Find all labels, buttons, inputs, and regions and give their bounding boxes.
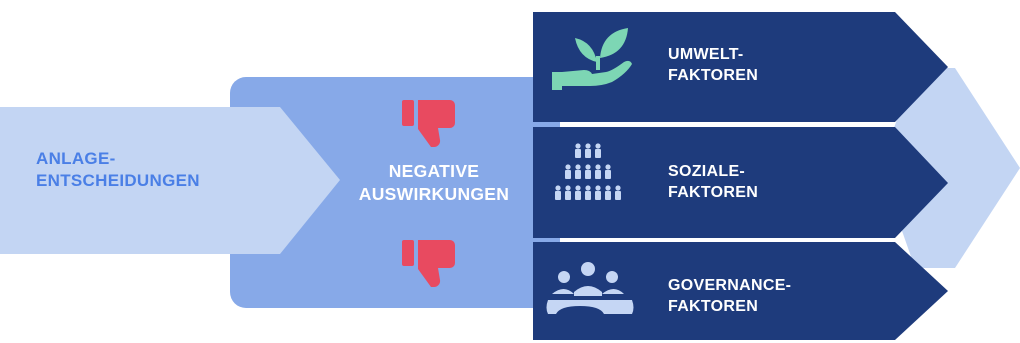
factor-label-line2: FAKTOREN <box>668 183 759 201</box>
factor-label-soziale: SOZIALE- FAKTOREN <box>668 162 758 204</box>
input-label-line2: ENTSCHEIDUNGEN <box>36 171 200 191</box>
factor-banner-3 <box>533 242 948 340</box>
factor-banner-1 <box>533 12 948 122</box>
center-box <box>230 77 560 308</box>
factor-banner-2 <box>533 127 948 238</box>
thumbs-down-icon <box>402 100 455 148</box>
thumbs-down-icon <box>402 240 455 288</box>
center-label-line1: NEGATIVE <box>388 161 480 181</box>
center-label: NEGATIVE AUSWIRKUNGEN <box>334 160 534 206</box>
people-pyramid-icon <box>555 143 621 200</box>
factor-label-line2: FAKTOREN <box>668 297 759 315</box>
plant-in-hand-icon <box>552 28 632 90</box>
input-label: ANLAGE- ENTSCHEIDUNGEN <box>36 148 200 192</box>
input-arrow <box>0 107 340 254</box>
center-label-line2: AUSWIRKUNGEN <box>358 183 510 204</box>
factor-label-umwelt: UMWELT- FAKTOREN <box>668 45 758 87</box>
factor-label-line1: UMWELT- <box>668 46 744 63</box>
factor-label-line1: SOZIALE- <box>668 163 746 180</box>
factor-label-governance: GOVERNANCE- FAKTOREN <box>668 276 791 318</box>
factor-label-line2: FAKTOREN <box>668 66 759 84</box>
input-label-line1: ANLAGE- <box>36 149 116 168</box>
right-chevron <box>880 68 1020 268</box>
factor-label-line1: GOVERNANCE- <box>668 277 792 294</box>
meeting-table-icon <box>546 262 634 314</box>
